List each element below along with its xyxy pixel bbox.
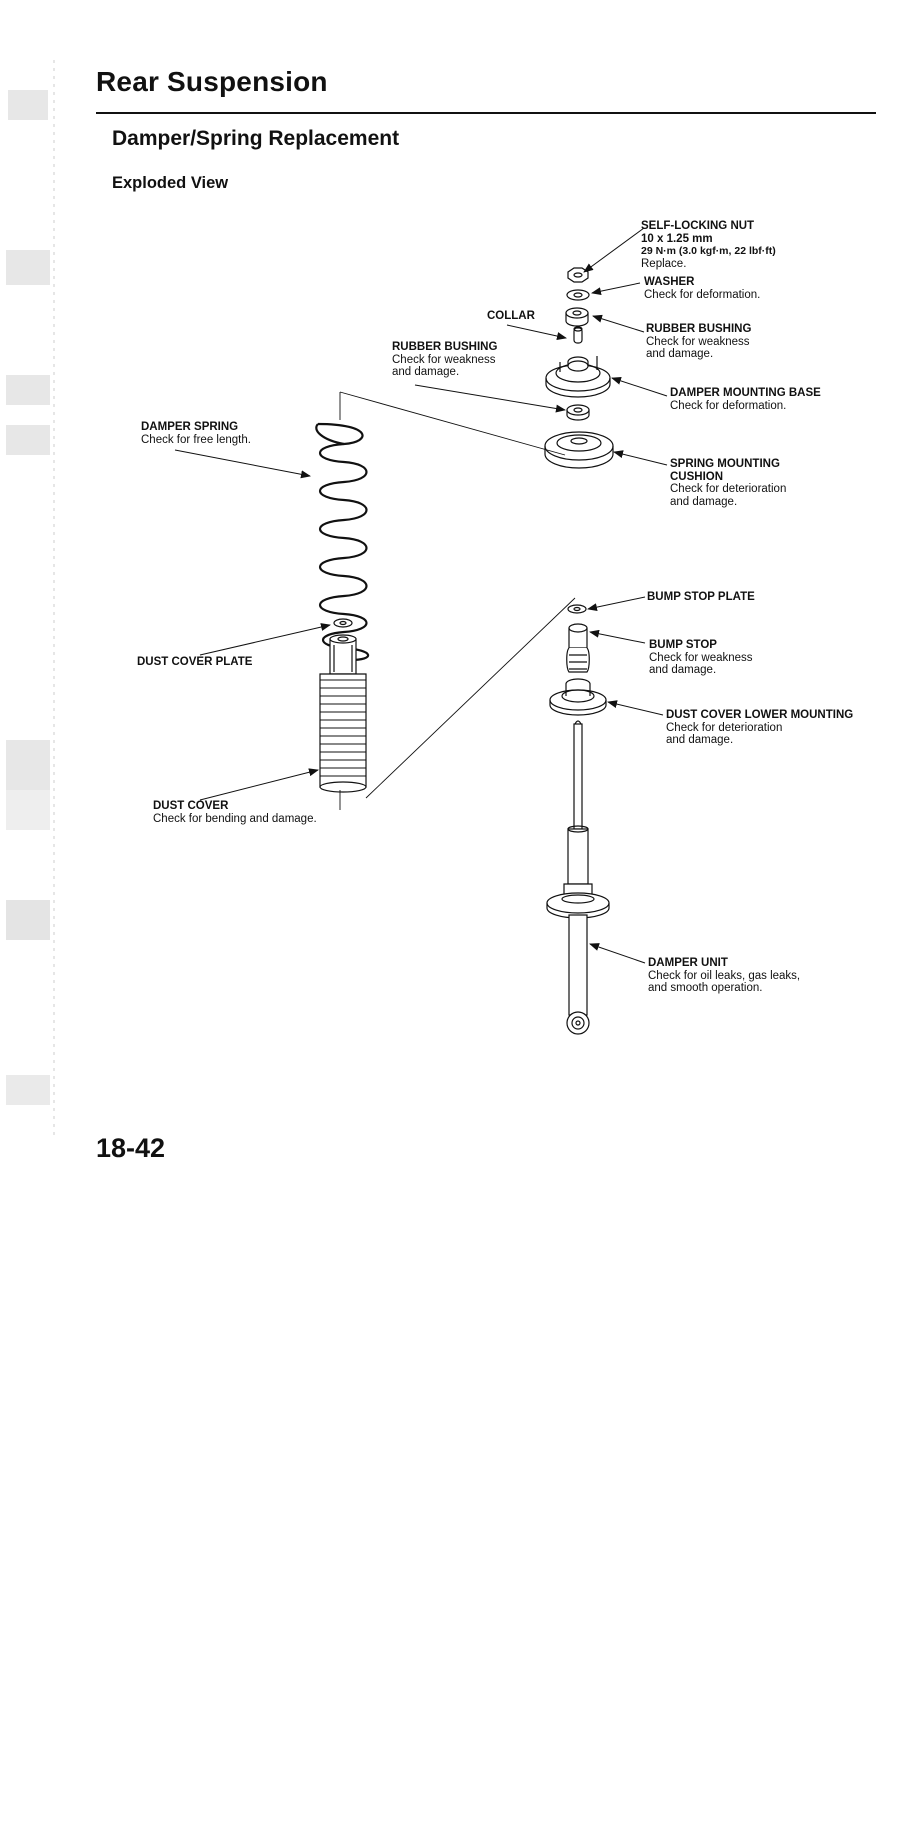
damper-mounting-base-part: [545, 356, 611, 398]
label-washer: WASHER Check for deformation.: [644, 276, 761, 301]
damper-spring-part: [315, 422, 370, 662]
dust-cover-plate-part: [333, 618, 353, 628]
dust-cover-part: [319, 634, 367, 793]
spring-mounting-cushion-part: [544, 431, 614, 469]
label-dust-cover-lower-mounting: DUST COVER LOWER MOUNTING Check for dete…: [666, 709, 854, 746]
damper-unit-part: [546, 720, 610, 1035]
label-dust-cover-plate: DUST COVER PLATE: [137, 656, 253, 668]
label-dust-cover: DUST COVER Check for bending and damage.: [153, 800, 317, 825]
label-damper-spring: DAMPER SPRING Check for free length.: [141, 421, 251, 446]
label-bump-stop-plate: BUMP STOP PLATE: [647, 591, 755, 603]
label-self-locking-nut: SELF-LOCKING NUT 10 x 1.25 mm 29 N·m (3.…: [641, 220, 776, 270]
bump-stop-part: [566, 623, 590, 673]
section-heading: Damper/Spring Replacement: [112, 127, 400, 150]
collar-part: [573, 326, 583, 344]
rubber-bushing-upper-part: [565, 307, 589, 327]
leader-lines: [174, 227, 668, 964]
washer-part: [566, 289, 590, 301]
assembly-guide-lines: [339, 391, 576, 810]
binder-edge-texture: [6, 60, 55, 1140]
exploded-view-diagram: [174, 227, 668, 1035]
label-spring-mounting-cushion: SPRING MOUNTING CUSHION Check for deteri…: [670, 458, 787, 508]
label-collar: COLLAR: [487, 310, 535, 322]
page-title: Rear Suspension: [96, 66, 328, 97]
label-damper-mounting-base: DAMPER MOUNTING BASE Check for deformati…: [670, 387, 821, 412]
self-locking-nut-part: [567, 267, 589, 283]
label-rubber-bushing-lower: RUBBER BUSHING Check for weakness and da…: [392, 341, 498, 378]
rubber-bushing-lower-part: [566, 404, 590, 421]
title-rule: [96, 112, 876, 114]
label-bump-stop: BUMP STOP Check for weakness and damage.: [649, 639, 753, 676]
dust-cover-lower-mounting-part: [549, 678, 607, 716]
page-number: 18-42: [96, 1133, 166, 1163]
label-damper-unit: DAMPER UNIT Check for oil leaks, gas lea…: [648, 957, 801, 994]
subsection-heading: Exploded View: [112, 174, 229, 192]
bump-stop-plate-part: [567, 604, 587, 614]
label-rubber-bushing-upper: RUBBER BUSHING Check for weakness and da…: [646, 323, 752, 360]
